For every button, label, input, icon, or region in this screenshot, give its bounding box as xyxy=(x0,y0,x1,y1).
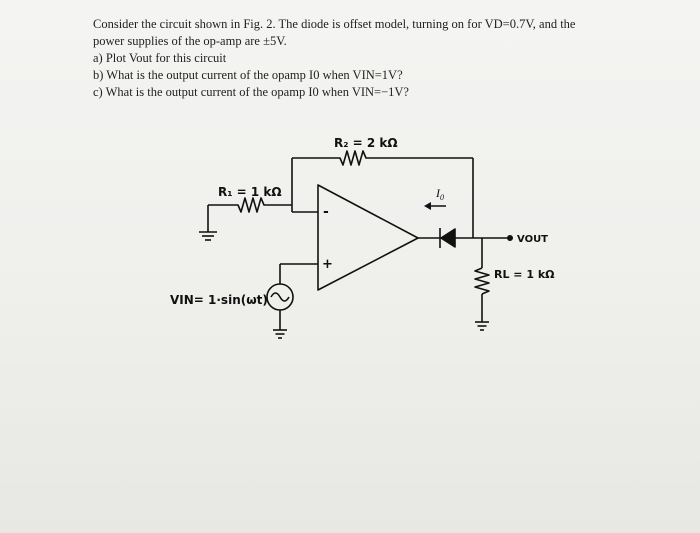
vout-terminal xyxy=(507,235,513,241)
vin-label: VIN= 1·sin(ωt) xyxy=(170,293,268,307)
problem-line-1: Consider the circuit shown in Fig. 2. Th… xyxy=(93,17,576,31)
plus-sign: + xyxy=(322,257,333,272)
opamp-triangle xyxy=(317,184,419,291)
vout-label: VOUT xyxy=(517,234,548,245)
rl-label: RL = 1 kΩ xyxy=(494,268,555,281)
question-a: a) Plot Vout for this circuit xyxy=(93,51,227,65)
io-label: I xyxy=(435,186,441,200)
question-c: c) What is the output current of the opa… xyxy=(93,85,409,99)
rl-resistor xyxy=(474,267,490,295)
sine-wave-icon xyxy=(270,292,290,302)
minus-sign: - xyxy=(323,204,329,220)
r2-resistor xyxy=(292,150,473,166)
r2-label: R₂ = 2 kΩ xyxy=(334,136,398,150)
r1-resistor xyxy=(208,197,292,213)
diode-triangle xyxy=(440,228,456,248)
question-b: b) What is the output current of the opa… xyxy=(93,68,403,82)
io-subscript: 0 xyxy=(440,193,444,202)
io-arrow-head xyxy=(424,202,431,210)
problem-line-2: power supplies of the op-amp are ±5V. xyxy=(93,34,287,48)
problem-statement: Consider the circuit shown in Fig. 2. Th… xyxy=(93,16,653,101)
r1-label: R₁ = 1 kΩ xyxy=(218,185,282,199)
